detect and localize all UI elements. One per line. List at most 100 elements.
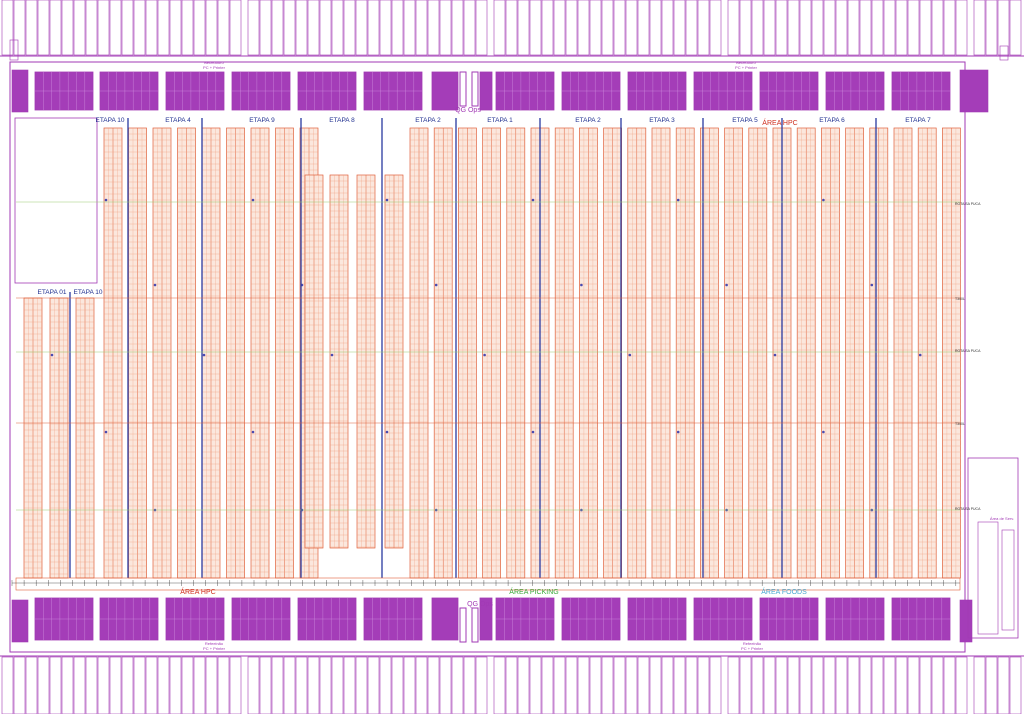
top-staging-blocks [34, 71, 951, 111]
area-hpc-top-label: ÁREA HPC [762, 118, 797, 127]
dock-door [13, 0, 26, 56]
dock-door [577, 0, 590, 56]
dock-door [871, 0, 884, 56]
dock-door [493, 0, 506, 56]
dock-door [973, 0, 986, 56]
rack-field [23, 127, 961, 579]
dock-door [697, 656, 710, 714]
dock-door [895, 656, 908, 714]
dock-door [415, 656, 428, 714]
dock-door [391, 0, 404, 56]
dock-door [331, 0, 344, 56]
dock-door [685, 656, 698, 714]
dock-door [589, 0, 602, 56]
dock-door [973, 656, 986, 714]
dock-door [73, 656, 86, 714]
dock-door [763, 0, 776, 56]
dock-door [295, 656, 308, 714]
dock-door [217, 0, 230, 56]
dock-note-bottom-left-2: PC + Printer [203, 646, 226, 651]
dock-door [205, 656, 218, 714]
side-note-3: ROTA SA PUCA [955, 507, 981, 511]
dock-door [229, 0, 242, 56]
dock-note-bottom-right-2: PC + Printer [741, 646, 764, 651]
dock-door [661, 0, 674, 56]
rack-marker [251, 430, 255, 434]
dock-door [613, 0, 626, 56]
stage-label: ETAPA 6 [819, 117, 845, 124]
qg-ops-bottom: QG Ops [459, 601, 493, 643]
right-staging-strip [959, 45, 1009, 643]
dock-door [709, 656, 722, 714]
dock-door [121, 656, 134, 714]
bottom-dock-doors [1, 656, 1022, 714]
service-area-label: Área de Serv. [990, 516, 1014, 521]
dock-note-top-left-2: PC + Printer [203, 65, 226, 70]
dock-door [907, 656, 920, 714]
area-foods-label: ÁREA FOODS [761, 587, 807, 596]
dock-door [919, 0, 932, 56]
dock-door [955, 656, 968, 714]
right-strip-box [999, 45, 1009, 61]
dock-door [601, 0, 614, 56]
rack-marker [822, 198, 825, 202]
dock-door [895, 0, 908, 56]
dock-door [355, 0, 368, 56]
dock-door [475, 656, 488, 714]
dock-door [331, 656, 344, 714]
dock-door [811, 656, 824, 714]
dock-door [517, 656, 530, 714]
dock-door [727, 656, 740, 714]
dock-door [97, 0, 110, 56]
dock-door [985, 656, 998, 714]
side-note-2: ROTA SA PUCA [955, 349, 981, 353]
dock-door [649, 0, 662, 56]
dock-door [37, 0, 50, 56]
dock-door [529, 0, 542, 56]
dock-door [295, 0, 308, 56]
dock-door [145, 656, 158, 714]
left-strip-block [11, 599, 29, 643]
dock-door [577, 656, 590, 714]
stage-label: ETAPA 4 [165, 117, 191, 124]
dock-door [307, 0, 320, 56]
dock-door [751, 656, 764, 714]
dock-note-top-left: Bebedouro [204, 60, 224, 65]
area-hpc-bottom-label: ÁREA HPC [180, 587, 215, 596]
dock-door [355, 656, 368, 714]
dock-door [997, 656, 1010, 714]
stage-label: ETAPA 3 [649, 117, 675, 124]
rack-marker [202, 353, 206, 357]
dock-door [391, 656, 404, 714]
dock-door [673, 656, 686, 714]
bottom-ruler [11, 580, 960, 586]
dock-door [553, 656, 566, 714]
left-staging-strip [9, 39, 29, 643]
dock-note-bottom-right: Refeeinão [743, 641, 762, 646]
rack-marker [104, 430, 108, 434]
dock-door [217, 656, 230, 714]
rack-marker [153, 283, 157, 287]
lane-dividers [69, 118, 877, 578]
right-strip-block [959, 69, 989, 113]
rack-marker [773, 353, 777, 357]
dock-door [835, 656, 848, 714]
dock-door [859, 656, 872, 714]
dock-door [145, 0, 158, 56]
stage-label: ETAPA 9 [249, 117, 275, 124]
rack-marker [918, 353, 922, 357]
rack-marker [531, 430, 535, 434]
dock-door [847, 656, 860, 714]
dock-door [661, 656, 674, 714]
dock-door [271, 656, 284, 714]
rack-marker [628, 353, 632, 357]
qg-ops-top-label: QG Ops [455, 107, 481, 114]
dock-door [931, 656, 944, 714]
left-strip-box [9, 39, 19, 61]
dock-door [259, 656, 272, 714]
service-area: Área de Serv. [967, 457, 1019, 639]
dock-note-bottom-left: Refeeinão [205, 641, 224, 646]
dock-door [931, 0, 944, 56]
dock-door [625, 656, 638, 714]
